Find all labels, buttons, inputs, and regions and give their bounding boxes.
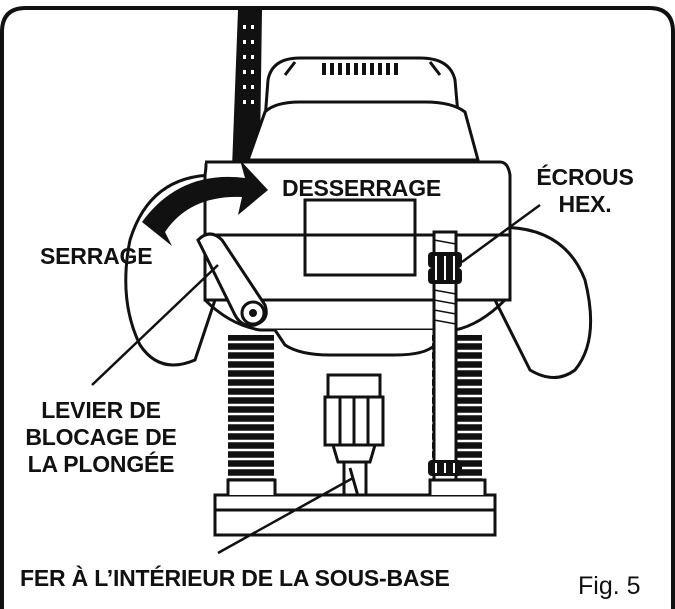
vent-slots bbox=[322, 63, 398, 75]
label-ecrous-line1: ÉCROUS bbox=[536, 164, 634, 190]
label-serrage: SERRAGE bbox=[40, 243, 153, 269]
depth-lock-lever bbox=[196, 232, 268, 327]
figure-caption: Fig. 5 bbox=[578, 572, 641, 600]
label-levier-line2: BLOCAGE DE bbox=[25, 424, 177, 450]
left-spring bbox=[228, 335, 274, 483]
rotation-arrow bbox=[142, 160, 268, 246]
hex-nut-lower bbox=[428, 460, 462, 476]
motor-housing bbox=[245, 56, 480, 162]
collet bbox=[323, 373, 385, 464]
leader-levier bbox=[91, 264, 219, 386]
label-desserrage: DESSERRAGE bbox=[282, 175, 442, 201]
leader-ecrous bbox=[461, 203, 541, 264]
sub-base bbox=[213, 478, 497, 537]
figure-frame bbox=[0, 6, 675, 609]
label-levier-line1: LEVIER DE bbox=[41, 397, 161, 423]
label-levier-line3: LA PLONGÉE bbox=[27, 451, 175, 477]
leader-fer bbox=[217, 476, 354, 555]
label-ecrous-line2: HEX. bbox=[558, 191, 612, 217]
label-fer: FER À L’INTÉRIEUR DE LA SOUS-BASE bbox=[20, 565, 450, 591]
router-bit bbox=[342, 460, 368, 499]
label-levier: LEVIER DE BLOCAGE DE LA PLONGÉE bbox=[16, 397, 186, 478]
label-ecrous-hex: ÉCROUS HEX. bbox=[530, 164, 640, 218]
power-cord bbox=[232, 10, 262, 168]
hex-nut-upper bbox=[428, 252, 462, 284]
